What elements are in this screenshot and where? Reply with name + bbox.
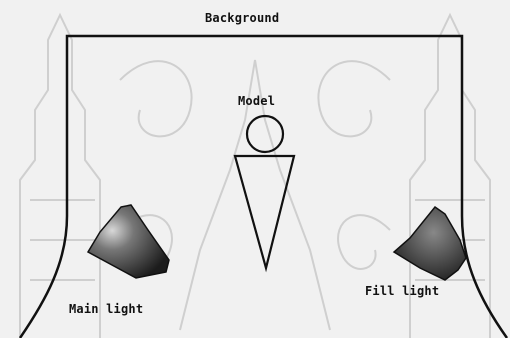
model-body-icon: [235, 156, 294, 268]
fill-light-icon: [394, 207, 466, 280]
model-label: Model: [238, 94, 275, 108]
background-label: Background: [205, 11, 279, 25]
fill-light-label: Fill light: [365, 284, 439, 298]
main-light-label: Main light: [69, 302, 143, 316]
